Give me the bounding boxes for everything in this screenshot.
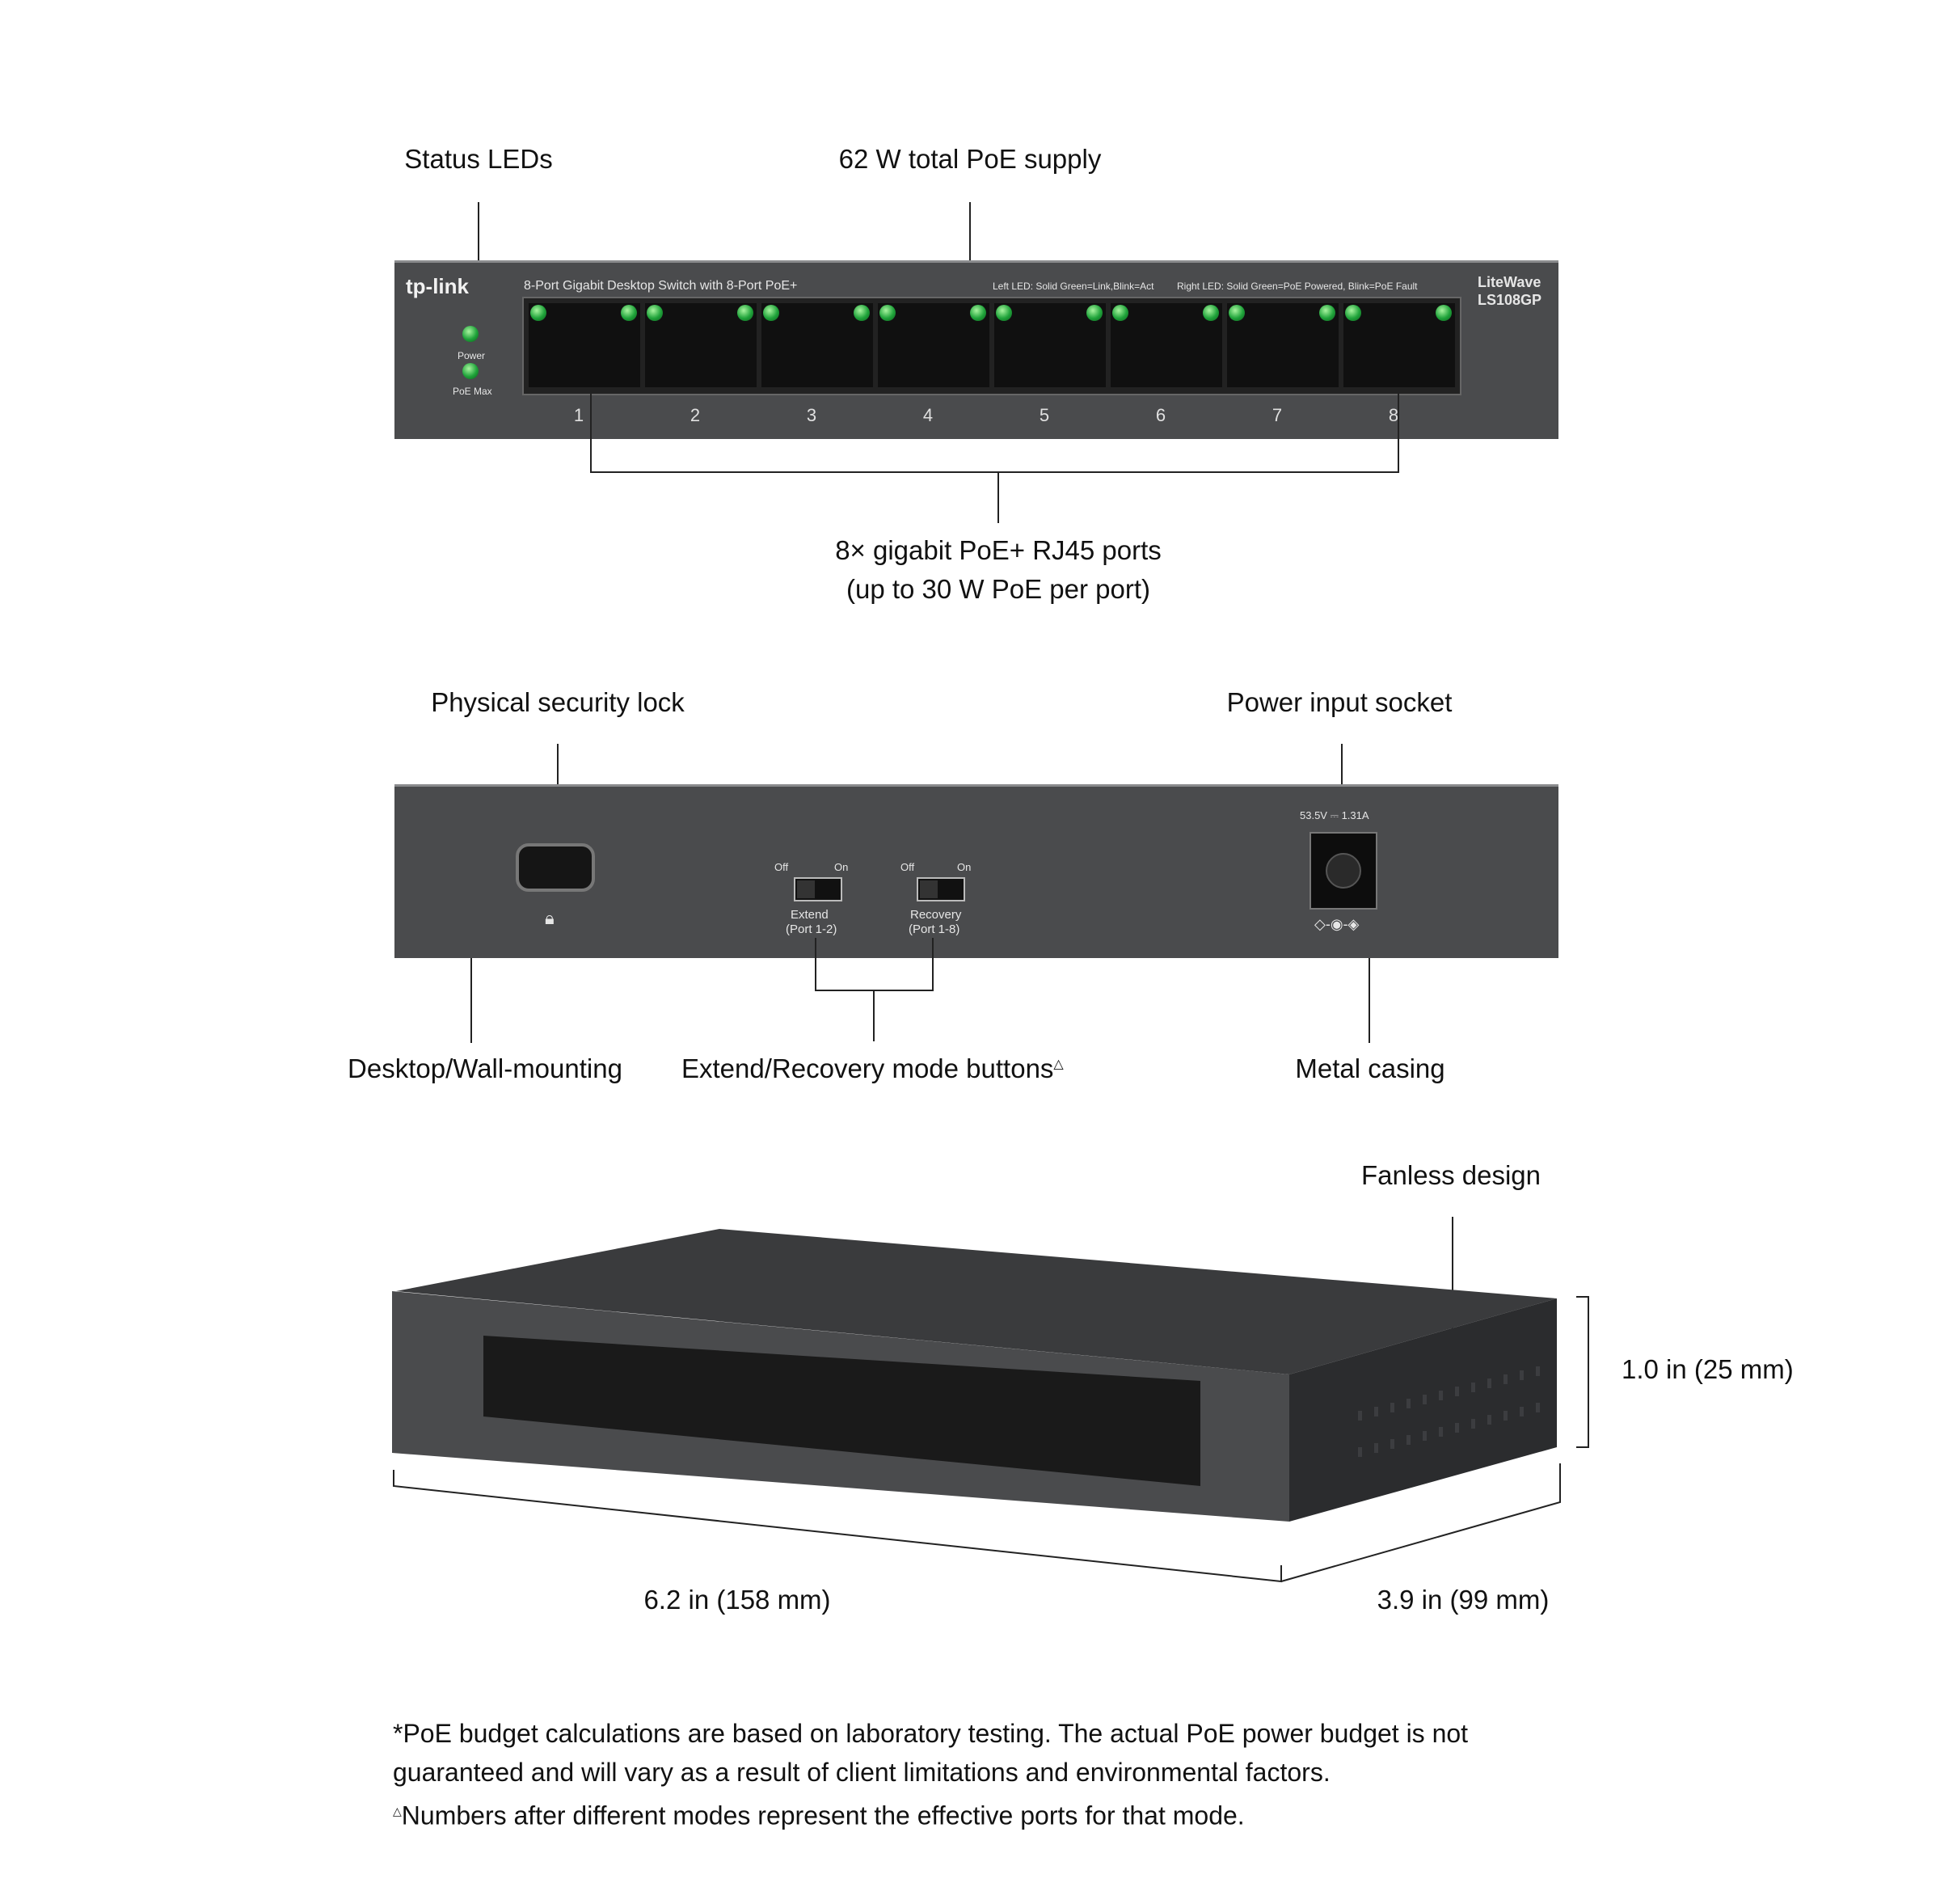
security-lock-slot[interactable] [516,843,595,892]
port-led [970,305,986,321]
ports-callout-line2: (up to 30 W PoE per port) [846,574,1151,604]
port-led [647,305,663,321]
ports-callout-line1: 8× gigabit PoE+ RJ45 ports [835,535,1162,565]
port-led [1229,305,1245,321]
ports-bracket-left [590,392,592,473]
port-number: 8 [1388,405,1399,425]
port-led [621,305,637,321]
port-led [996,305,1012,321]
port-led [1086,305,1103,321]
width-dimension: 6.2 in (158 mm) [643,1585,831,1615]
mode-buttons-text: Extend/Recovery mode buttons [681,1053,1054,1083]
port-led [1112,305,1128,321]
power-led-label: Power [458,350,486,361]
extend-on-label: On [834,861,849,873]
port-number: 1 [573,405,584,425]
security-lock-callout: Physical security lock [431,687,685,717]
left-led-legend: Left LED: Solid Green=Link,Blink=Act [993,281,1154,292]
metal-casing-leader [1369,958,1370,1043]
switch-port-block [483,1336,1200,1486]
recovery-on-label: On [957,861,972,873]
ports-bracket-bottom [590,471,1399,473]
series-logo: LiteWave [1478,274,1541,290]
footnote-line2: guaranteed and will vary as a result of … [393,1758,1331,1787]
extend-toggle-knob [797,880,815,898]
socket-pin [1326,853,1361,889]
ports-bracket-right [1398,392,1399,473]
footnote-line3-text: Numbers after different modes represent … [401,1801,1245,1830]
brand-logo: tp-link [406,274,469,298]
footnote-line3: △Numbers after different modes represent… [393,1792,1245,1835]
port-number: 7 [1272,405,1283,425]
mode-bracket-left [815,938,816,991]
port-led [763,305,779,321]
port-led [1203,305,1219,321]
recovery-label: Recovery [910,908,962,922]
switch-side-face [1289,1298,1557,1522]
poe-supply-callout: 62 W total PoE supply [838,144,1102,174]
port-led [1345,305,1361,321]
poe-supply-leader-line [969,202,971,272]
metal-casing-callout: Metal casing [1295,1053,1445,1083]
depth-dimension: 3.9 in (99 mm) [1377,1585,1550,1615]
rear-panel: 🔒︎ Off On Extend (Port 1-2) Off On Recov… [394,784,1558,958]
fanless-callout: Fanless design [1361,1160,1541,1190]
poe-max-led-label: PoE Max [453,386,492,397]
port-number: 3 [806,405,817,425]
switch-top-face [396,1229,1557,1374]
mounting-leader [470,958,472,1043]
polarity-symbol: ◇-◉-◈ [1314,916,1360,932]
mode-buttons-mark: △ [1053,1058,1064,1071]
power-input-socket[interactable] [1310,832,1377,910]
mounting-callout: Desktop/Wall-mounting [348,1053,622,1083]
dimension-lines [393,1296,1589,1583]
poe-max-led [462,363,479,379]
recovery-ports-label: (Port 1-8) [909,922,960,936]
ports-bracket-leader [997,471,999,523]
status-leds-callout: Status LEDs [404,144,553,174]
mode-bracket-leader [873,990,875,1041]
port-led [530,305,546,321]
extend-toggle[interactable] [794,877,842,901]
port-led [1436,305,1452,321]
port-led [737,305,753,321]
mode-buttons-callout: Extend/Recovery mode buttons△ [681,1053,1064,1084]
side-vents [1358,1366,1540,1457]
height-dimension: 1.0 in (25 mm) [1622,1354,1794,1384]
port-number: 5 [1039,405,1050,425]
port-led [879,305,896,321]
extend-ports-label: (Port 1-2) [786,922,837,936]
footnote-line1: *PoE budget calculations are based on la… [393,1719,1469,1748]
right-led-legend: Right LED: Solid Green=PoE Powered, Blin… [1177,281,1418,292]
mode-bracket-right [932,938,934,991]
port-led [1319,305,1335,321]
model-label: LS108GP [1478,292,1542,308]
port-led [854,305,870,321]
port-number: 2 [690,405,701,425]
panel-title: 8-Port Gigabit Desktop Switch with 8-Por… [524,279,798,293]
port-number: 4 [922,405,934,425]
lock-icon: 🔒︎ [545,908,555,928]
port-number: 6 [1155,405,1166,425]
recovery-toggle-knob [920,880,938,898]
power-rating-label: 53.5V ⎓ 1.31A [1300,809,1369,821]
extend-label: Extend [791,908,829,922]
power-socket-callout: Power input socket [1226,687,1453,717]
port-block [522,297,1461,395]
front-panel: tp-link 8-Port Gigabit Desktop Switch wi… [394,260,1558,439]
extend-off-label: Off [774,861,789,873]
power-led [462,326,479,342]
recovery-toggle[interactable] [917,877,965,901]
recovery-off-label: Off [900,861,915,873]
footnote-line3-mark: △ [393,1805,402,1817]
